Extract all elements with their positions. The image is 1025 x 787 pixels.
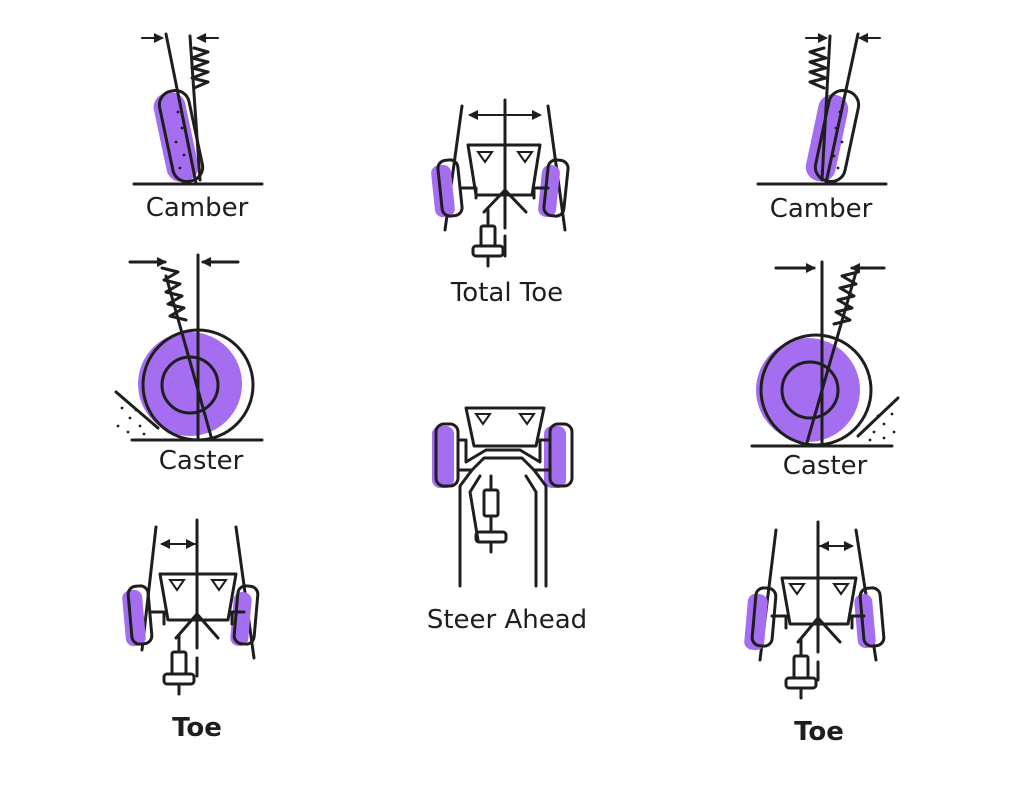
camber-right-true-vertical: [824, 32, 860, 185]
toe-right-label: Toe: [794, 717, 844, 747]
caster-left-figure: [114, 253, 264, 442]
total-toe-left-highlight: [431, 164, 455, 218]
caster-right-label: Caster: [782, 451, 868, 481]
caster-left-highlight: [138, 332, 242, 436]
caster-right-highlight: [756, 338, 860, 442]
caster-right-figure: [750, 260, 900, 448]
steer-ahead-right-highlight: [544, 426, 566, 488]
caster-right-hub: [780, 360, 840, 420]
caster-left-label: Caster: [158, 446, 244, 476]
total-toe-figure: [431, 98, 570, 268]
caster-left-strut: [164, 274, 214, 442]
steer-ahead-figure: [432, 406, 574, 588]
toe-left-left-highlight: [122, 589, 146, 647]
caster-left-gravel-dots: [116, 406, 146, 436]
camber-right-spring: [808, 46, 828, 90]
caster-right-strut: [804, 270, 858, 448]
camber-right-figure: [756, 32, 888, 186]
toe-right-left-highlight: [744, 593, 768, 651]
caster-left-spring: [160, 266, 188, 322]
camber-right-label: Camber: [769, 194, 873, 224]
camber-left-strut: [188, 34, 202, 182]
camber-left-label: Camber: [145, 193, 249, 223]
camber-left-highlight: [153, 92, 199, 182]
camber-right-tread-dots: [832, 110, 844, 170]
caster-right-gravel-dots: [868, 412, 896, 442]
steer-ahead-label: Steer Ahead: [426, 605, 588, 635]
camber-left-tread-dots: [174, 110, 186, 170]
total-toe-label: Total Toe: [450, 278, 564, 308]
camber-left-figure: [132, 32, 264, 186]
camber-right-strut: [820, 34, 832, 182]
camber-left-spring: [190, 46, 210, 90]
toe-left-label: Toe: [172, 713, 222, 743]
camber-left-true-vertical: [164, 32, 198, 185]
caster-right-spring: [832, 270, 860, 326]
toe-right-figure: [744, 520, 886, 700]
toe-left-figure: [122, 518, 260, 696]
